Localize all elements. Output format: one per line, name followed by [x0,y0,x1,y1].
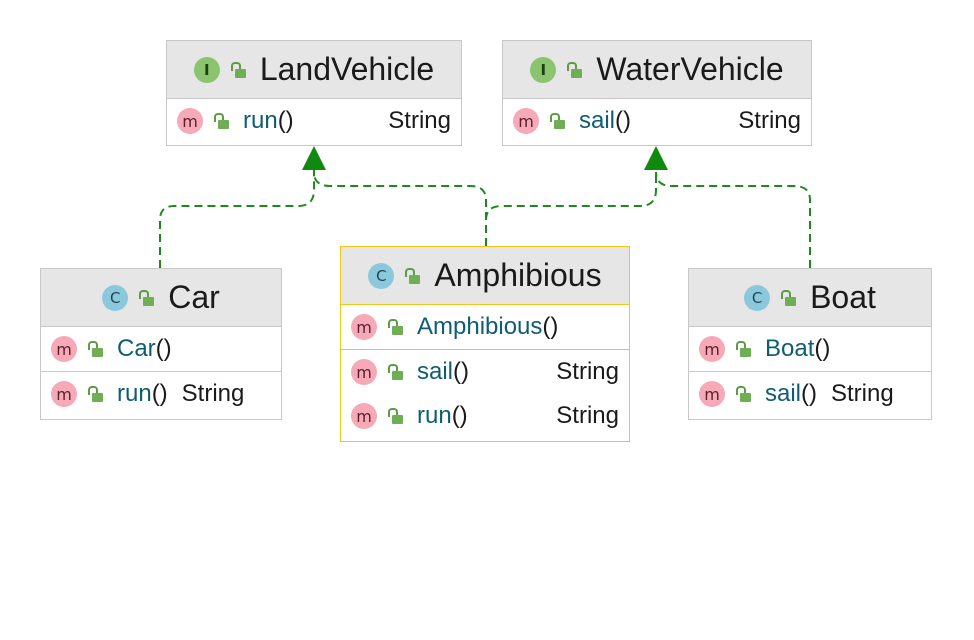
public-lock-icon [213,112,231,130]
edge-amphibious-to-watervehicle [485,170,657,246]
method-row[interactable]: m run() String [341,394,629,438]
constructors-section: m Boat() [689,327,931,371]
public-lock-icon [549,112,567,130]
node-title: Car [168,279,220,315]
node-title: LandVehicle [259,51,435,87]
method-return-type: String [738,107,801,134]
node-amphibious[interactable]: C Amphibious m Amphibious() m sail() Str… [340,246,630,442]
method-icon: m [51,381,77,407]
public-lock-icon [87,340,105,358]
constructor-name: Boat [765,335,815,362]
constructor-params: () [155,335,172,362]
method-params: () [801,380,817,407]
method-params: () [277,107,294,134]
class-icon: C [102,284,129,311]
methods-section: m run() String [167,99,461,143]
constructors-section: m Amphibious() [341,305,629,349]
node-title: Boat [810,279,876,315]
arrowhead-watervehicle [644,146,668,170]
interface-icon: I [530,56,557,83]
method-icon: m [699,336,725,362]
method-row[interactable]: m run() String [167,99,461,143]
method-name: sail [579,107,616,134]
edge-car-to-landvehicle [159,170,315,268]
method-row[interactable]: m sail() String [503,99,811,143]
method-return-type: String [556,402,619,429]
method-row[interactable]: m sail() String [341,350,629,394]
method-name: run [243,107,278,134]
node-header: I LandVehicle [167,41,461,99]
node-header: I WaterVehicle [503,41,811,99]
public-lock-icon [138,289,156,307]
public-lock-icon [387,363,405,381]
arrowhead-landvehicle [302,146,326,170]
constructor-name: Amphibious [417,313,543,340]
method-return-type: String [556,358,619,385]
methods-section: m sail() String [689,371,931,416]
methods-section: m run() String [41,371,281,416]
method-return-type: String [388,107,451,134]
constructor-row[interactable]: m Amphibious() [341,305,629,349]
method-icon: m [699,381,725,407]
edge-amphibious-to-landvehicle [313,171,487,246]
constructor-params: () [814,335,831,362]
method-icon: m [351,314,377,340]
class-icon: C [368,262,395,289]
node-title: Amphibious [434,257,602,293]
public-lock-icon [566,61,584,79]
constructor-row[interactable]: m Car() [41,327,281,371]
class-icon: C [744,284,771,311]
public-lock-icon [387,318,405,336]
method-icon: m [351,403,377,429]
method-icon: m [351,359,377,385]
method-name: run [117,380,152,407]
method-params: () [453,358,469,385]
method-params: () [451,402,468,429]
public-lock-icon [387,407,405,425]
method-name: run [417,402,452,429]
public-lock-icon [404,267,422,285]
node-car[interactable]: C Car m Car() m run() String [40,268,282,420]
node-watervehicle[interactable]: I WaterVehicle m sail() String [502,40,812,146]
edge-boat-to-watervehicle [655,171,811,268]
node-header: C Amphibious [341,247,629,305]
method-row[interactable]: m sail() String [689,372,931,416]
method-params: () [151,380,168,407]
node-boat[interactable]: C Boat m Boat() m sail() String [688,268,932,420]
method-return-type: String [181,380,245,407]
node-header: C Car [41,269,281,327]
constructor-params: () [542,313,559,340]
method-params: () [615,107,631,134]
node-title: WaterVehicle [596,51,784,87]
interface-icon: I [193,56,220,83]
node-header: C Boat [689,269,931,327]
public-lock-icon [735,385,753,403]
methods-section: m sail() String [503,99,811,143]
public-lock-icon [735,340,753,358]
node-landvehicle[interactable]: I LandVehicle m run() String [166,40,462,146]
constructor-row[interactable]: m Boat() [689,327,931,371]
constructor-name: Car [117,335,156,362]
method-icon: m [177,108,203,134]
method-icon: m [51,336,77,362]
public-lock-icon [780,289,798,307]
method-icon: m [513,108,539,134]
constructors-section: m Car() [41,327,281,371]
method-row[interactable]: m run() String [41,372,281,416]
public-lock-icon [230,61,248,79]
method-return-type: String [831,380,894,407]
methods-section: m sail() String m run() String [341,349,629,438]
public-lock-icon [87,385,105,403]
method-name: sail [765,380,802,407]
method-name: sail [417,358,454,385]
